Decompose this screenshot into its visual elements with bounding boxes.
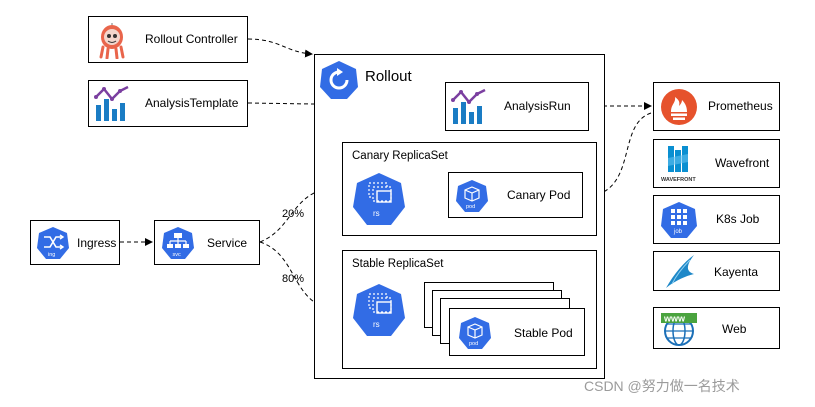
k8s-job-label: K8s Job [716,212,760,226]
service-node[interactable]: svc Service [154,220,260,265]
rollout-icon [320,61,358,99]
service-label: Service [207,236,248,250]
job-icon: job [661,202,697,238]
stable-replicaset-title: Stable ReplicaSet [352,258,444,270]
wavefront-icon: WAVEFRONT [661,146,696,183]
stable-pod-label: Stable Pod [514,326,573,340]
canary-pod-label: Canary Pod [507,188,571,202]
pod-icon-text: pod [469,341,478,347]
stable-weight-label: 80% [282,273,305,285]
wavefront-label: Wavefront [715,156,770,170]
rollout-title: Rollout [365,68,412,85]
ing-icon-text: ing [48,252,55,258]
analysis-template-node[interactable]: AnalysisTemplate [88,80,248,127]
svc-icon-text: svc [173,252,182,258]
rollout-controller-label: Rollout Controller [145,32,238,46]
prometheus-label: Prometheus [708,99,773,113]
globe-icon: www [661,313,697,346]
canary-pod-node[interactable]: pod Canary Pod [448,172,583,218]
edge-controller-to-rollout [247,38,313,58]
analysis-template-label: AnalysisTemplate [145,96,239,110]
stable-pod-node[interactable]: pod Stable Pod [449,308,585,356]
rollout-controller-node[interactable]: Rollout Controller [88,16,248,63]
rs-icon-text: rs [373,209,380,218]
rs-icon-text: rs [373,320,380,329]
prometheus-icon [661,89,697,125]
ingress-node[interactable]: ing Ingress [30,220,120,265]
k8s-job-node[interactable]: job K8s Job [653,195,780,244]
prometheus-node[interactable]: Prometheus [653,82,780,131]
web-node[interactable]: www Web [653,307,780,349]
pod-icon-text: pod [466,204,475,210]
wavefront-node[interactable]: WAVEFRONT Wavefront [653,139,780,188]
web-label: Web [722,322,747,336]
ingress-label: Ingress [77,236,117,250]
canary-weight-label: 20% [282,208,305,220]
analysis-chart-icon [451,88,486,124]
replicaset-icon: rs [353,284,405,336]
kayenta-node[interactable]: Kayenta [653,251,780,291]
argo-octopus-icon [99,23,125,59]
service-icon: svc [162,227,194,259]
kayenta-label: Kayenta [714,265,759,279]
job-icon-text: job [673,229,683,235]
canary-replicaset-title: Canary ReplicaSet [352,150,448,162]
kayenta-icon [666,255,694,288]
analysis-run-node[interactable]: AnalysisRun [445,82,589,131]
wavefront-wordmark: WAVEFRONT [661,177,696,183]
pod-icon: pod [456,180,488,212]
analysis-chart-icon [94,85,129,121]
watermark: CSDN @努力做一名技术 [584,378,740,394]
pod-icon: pod [459,317,491,349]
www-icon-text: www [663,314,686,324]
replicaset-icon: rs [353,173,405,225]
ingress-icon: ing [37,227,69,259]
analysis-run-label: AnalysisRun [504,99,571,113]
